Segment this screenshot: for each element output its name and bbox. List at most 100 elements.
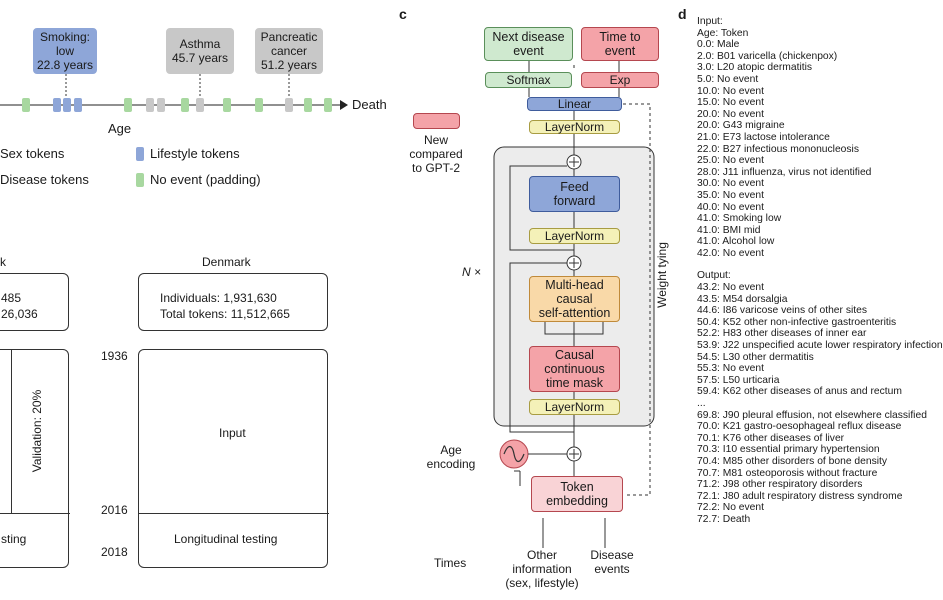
multi-head-attention-box: Multi-head causal self-attention: [529, 276, 620, 322]
list-item: 35.0: No event: [697, 189, 764, 201]
list-item: 70.1: K76 other diseases of liver: [697, 432, 845, 444]
event-pancreatic-box: Pancreatic cancer 51.2 years: [255, 28, 323, 74]
list-item: Age: Token: [697, 27, 749, 39]
event-pancreatic-label: Pancreatic cancer 51.2 years: [260, 30, 318, 72]
list-item: 43.5: M54 dorsalgia: [697, 293, 788, 305]
uk-stats-box: 485 26,036: [0, 273, 69, 331]
list-item: 40.0: No event: [697, 201, 764, 213]
layernorm-mid-box: LayerNorm: [529, 228, 620, 244]
denmark-title: Denmark: [202, 255, 251, 269]
list-item: 70.0: K21 gastro-oesophageal reflux dise…: [697, 421, 902, 433]
list-item: 55.3: No event: [697, 363, 764, 375]
uk-testing-fragment: sting: [1, 532, 27, 546]
list-item: 0.0: Male: [697, 39, 740, 51]
list-item: 72.1: J80 adult respiratory distress syn…: [697, 490, 903, 502]
denmark-tokens: Total tokens: 11,512,665: [160, 307, 290, 321]
timeline-token-disease: [157, 98, 165, 112]
timeline-token-noevent: [304, 98, 312, 112]
list-item: 69.8: J90 pleural effusion, not elsewher…: [697, 409, 927, 421]
timeline-token-noevent: [181, 98, 189, 112]
list-item: 41.0: Smoking low: [697, 213, 782, 225]
exp-box: Exp: [581, 72, 659, 88]
list-item: 20.0: G43 migraine: [697, 120, 785, 132]
input-header: Input:: [697, 16, 723, 27]
list-item: 21.0: E73 lactose intolerance: [697, 131, 830, 143]
list-item: 44.6: I86 varicose veins of other sites: [697, 305, 867, 317]
list-item: 70.7: M81 osteoporosis without fracture: [697, 467, 878, 479]
other-information-label: Other information (sex, lifestyle): [505, 548, 579, 590]
uk-split-divider: [11, 350, 12, 513]
list-item: 25.0: No event: [697, 155, 764, 167]
legend-noevent-label: No event (padding): [150, 172, 261, 187]
timeline-token-noevent: [22, 98, 30, 112]
denmark-individuals: Individuals: 1,931,630: [160, 291, 277, 305]
list-item: 59.4: K62 other diseases of anus and rec…: [697, 386, 902, 398]
list-item: 50.4: K52 other non-infective gastroente…: [697, 316, 897, 328]
legend-lifestyle-label: Lifestyle tokens: [150, 146, 240, 161]
multi-head-attention-label: Multi-head causal self-attention: [538, 278, 611, 320]
list-item: 57.5: L50 urticaria: [697, 374, 780, 386]
denmark-input-label: Input: [219, 426, 246, 440]
linear-box: Linear: [527, 97, 622, 111]
new-compared-swatch: [413, 113, 460, 129]
list-item: 15.0: No event: [697, 97, 764, 109]
list-item: 28.0: J11 influenza, virus not identifie…: [697, 166, 872, 178]
token-embedding-box: Token embedding: [531, 476, 623, 512]
longitudinal-testing-label: Longitudinal testing: [174, 532, 278, 546]
event-smoking-box: Smoking: low 22.8 years: [33, 28, 97, 74]
list-item: 3.0: L20 atopic dermatitis: [697, 62, 813, 74]
causal-time-mask-box: Causal continuous time mask: [529, 346, 620, 392]
softmax-box: Softmax: [485, 72, 572, 88]
feed-forward-box: Feed forward: [529, 176, 620, 212]
timeline-token-noevent: [223, 98, 231, 112]
n-times-label: N ×: [462, 265, 482, 279]
list-item: 54.5: L30 other dermatitis: [697, 351, 814, 363]
next-disease-event-label: Next disease event: [492, 30, 565, 58]
panel-c-letter: c: [399, 6, 407, 22]
list-item: 22.0: B27 infectious mononucleosis: [697, 143, 859, 155]
uk-split-box: Validation: 20% sting: [0, 349, 70, 568]
timeline-token-disease: [285, 98, 293, 112]
list-item: 5.0: No event: [697, 73, 759, 85]
timeline-token-noevent: [124, 98, 132, 112]
denmark-stats-box: Individuals: 1,931,630 Total tokens: 11,…: [138, 273, 328, 331]
layernorm-bottom-box: LayerNorm: [529, 399, 620, 415]
death-label: Death: [352, 97, 387, 112]
list-item: ...: [697, 398, 706, 409]
panel-d-letter: d: [678, 6, 687, 22]
denmark-timeline-box: Input Longitudinal testing: [138, 349, 329, 568]
age-axis-label: Age: [108, 121, 132, 136]
new-compared-label: New compared to GPT-2: [409, 133, 463, 175]
list-item: 43.2: No event: [697, 282, 764, 294]
year-1936: 1936: [101, 349, 128, 363]
list-item: 53.9: J22 unspecified acute lower respir…: [697, 340, 943, 352]
list-spacer: [697, 259, 870, 270]
timeline-token-disease: [146, 98, 154, 112]
weight-tying-label: Weight tying: [655, 242, 669, 308]
linear-label: Linear: [557, 97, 592, 111]
layernorm-bottom-label: LayerNorm: [544, 400, 605, 414]
times-label: Times: [434, 556, 467, 570]
list-item: 72.2: No event: [697, 502, 764, 514]
feed-forward-label: Feed forward: [553, 180, 596, 208]
list-item: 72.7: Death: [697, 513, 751, 525]
time-to-event-box: Time to event: [581, 27, 659, 61]
disease-events-label: Disease events: [590, 548, 634, 576]
uk-individuals-fragment: 485: [1, 291, 22, 305]
denmark-divider: [139, 513, 329, 514]
layernorm-top-box: LayerNorm: [529, 120, 620, 134]
timeline-token-lifestyle: [74, 98, 82, 112]
list-item: 42.0: No event: [697, 247, 764, 259]
timeline-token-lifestyle: [53, 98, 61, 112]
list-item: 70.3: I10 essential primary hypertension: [697, 444, 880, 456]
list-item: 52.2: H83 other diseases of inner ear: [697, 328, 867, 340]
softmax-label: Softmax: [506, 73, 551, 87]
age-encoding-label: Age encoding: [426, 443, 476, 471]
year-2016: 2016: [101, 503, 128, 517]
list-item: 41.0: BMI mid: [697, 224, 761, 236]
layernorm-mid-label: LayerNorm: [544, 229, 605, 243]
legend-disease-label: Disease tokens: [0, 172, 89, 187]
legend-lifestyle-swatch: [136, 147, 144, 161]
list-item: 10.0: No event: [697, 85, 764, 97]
uk-title-fragment: k: [0, 255, 6, 269]
